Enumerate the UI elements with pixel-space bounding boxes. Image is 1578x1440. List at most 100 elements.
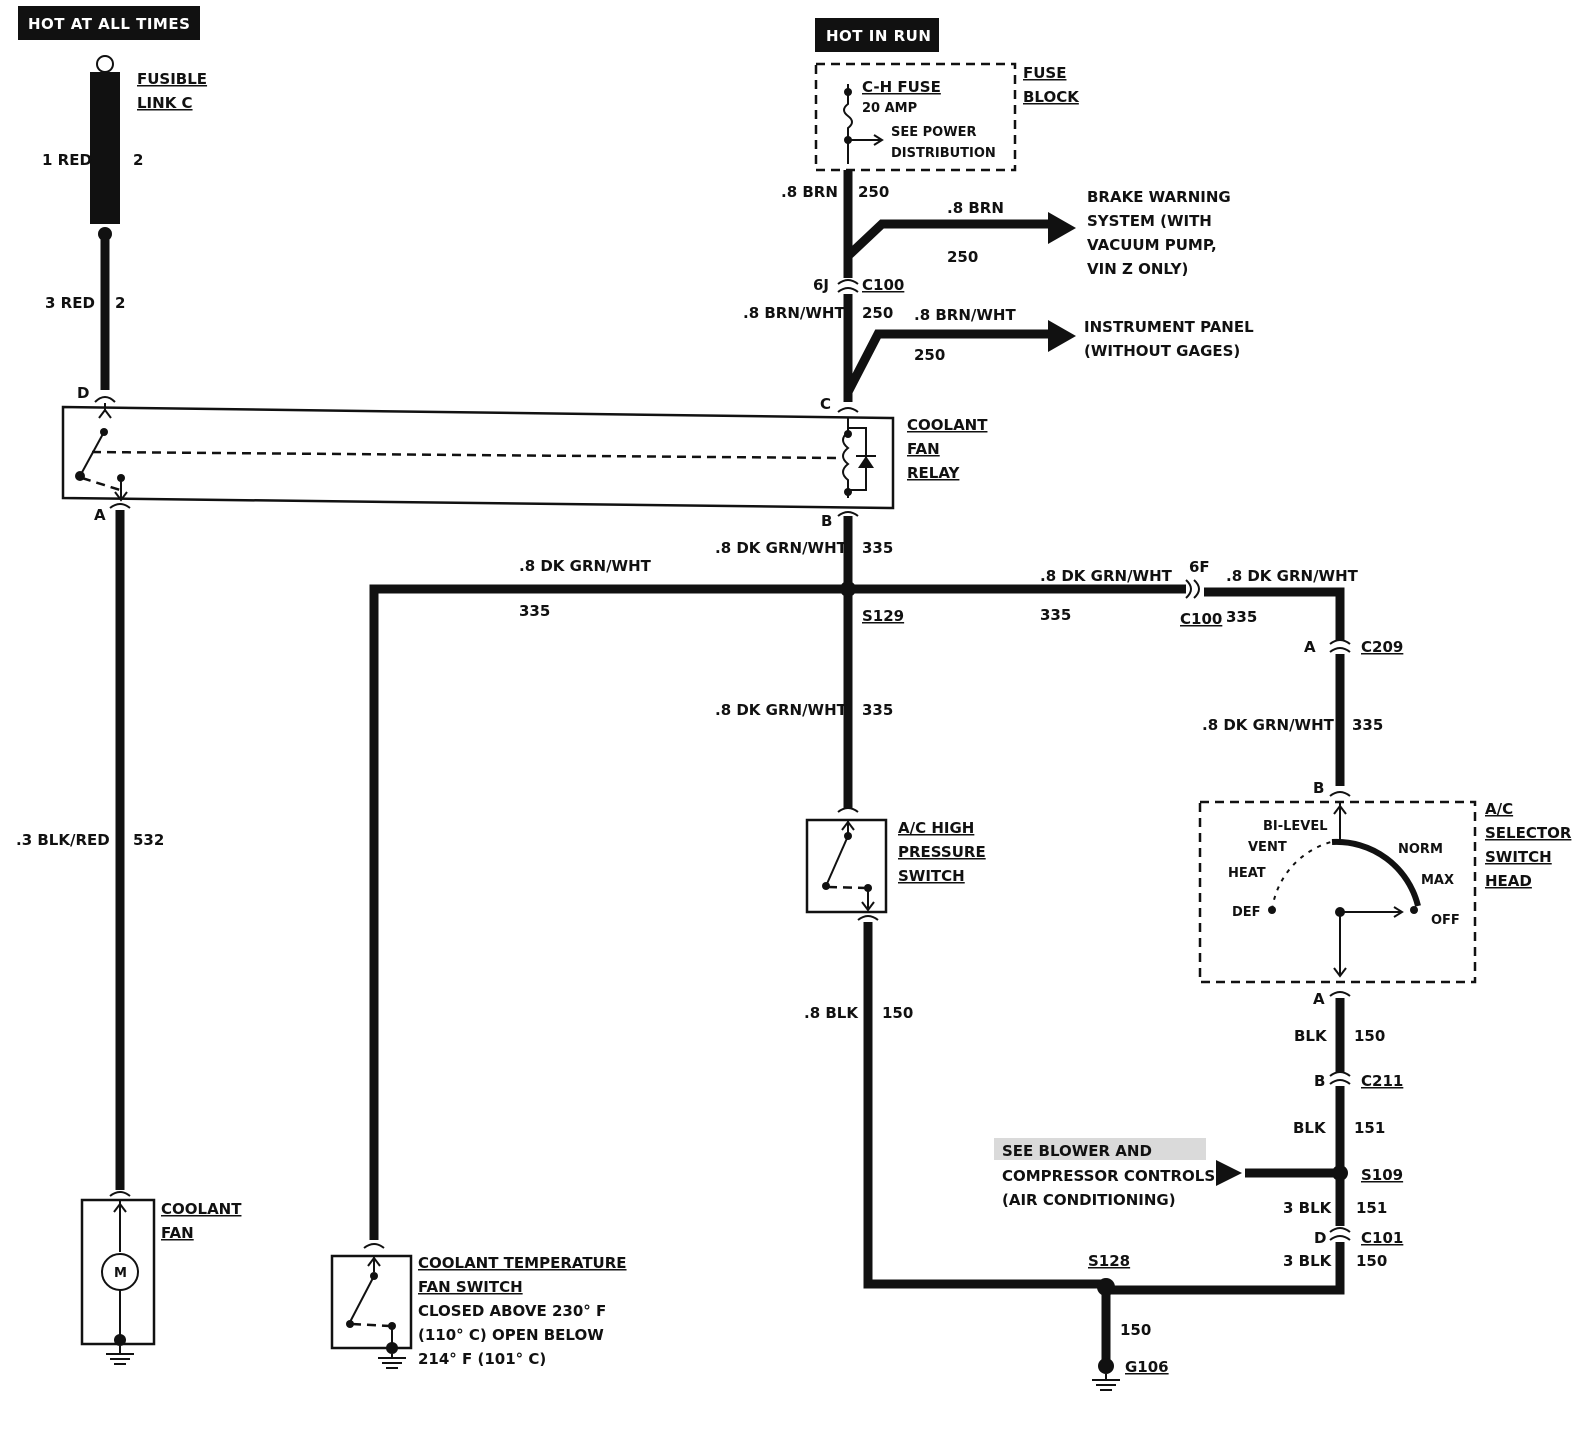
relay-label-1: COOLANT <box>907 416 988 434</box>
g106-label: G106 <box>1125 1358 1169 1376</box>
wire-335d-color: .8 DK GRN/WHT <box>1226 567 1359 585</box>
wire-250d-circuit: 250 <box>914 346 945 364</box>
connector-c-symbol <box>837 407 859 413</box>
wire-1red-color: 1 RED <box>42 151 92 169</box>
instrument-label-2: (WITHOUT GAGES) <box>1084 342 1240 360</box>
s109-label: S109 <box>1361 1166 1403 1184</box>
blower-shading <box>994 1138 1206 1160</box>
relay-label-2: FAN <box>907 440 940 458</box>
connector-d-symbol <box>94 396 116 403</box>
wire-335f-circuit: 335 <box>862 701 893 719</box>
c100b-label: C100 <box>1180 610 1222 628</box>
wire-250b-color: .8 BRN <box>947 199 1004 217</box>
c101-pin-d: D <box>1314 1229 1326 1247</box>
c211-pin-b: B <box>1314 1072 1325 1090</box>
ac-selector-switch <box>1198 800 1477 984</box>
ground-g106 <box>1092 1358 1120 1391</box>
blower-arrow <box>1216 1160 1242 1186</box>
wire-150b-circuit: 150 <box>1354 1027 1385 1045</box>
relay-terminal-d: D <box>77 384 89 402</box>
ac-high-pressure-switch <box>805 818 888 914</box>
fusible-link <box>90 55 120 241</box>
brake-label-1: BRAKE WARNING <box>1087 188 1231 206</box>
wire-335f-color: .8 DK GRN/WHT <box>715 701 848 719</box>
sel-pos-bilevel: BI-LEVEL <box>1263 819 1328 834</box>
wire-335-left <box>369 584 848 1240</box>
brake-label-2: SYSTEM (WITH <box>1087 212 1212 230</box>
s129-label: S129 <box>862 607 904 625</box>
connector-a-symbol <box>109 503 131 509</box>
connector-c211-symbol <box>1329 1071 1351 1085</box>
connector-b-symbol <box>837 511 859 517</box>
wire-250c-color: .8 BRN/WHT <box>743 304 845 322</box>
wire-150-right <box>1106 1242 1345 1295</box>
fusible-link-label-2: LINK C <box>137 94 193 112</box>
wire-335a-color: .8 DK GRN/WHT <box>715 539 848 557</box>
c100-pin-6j: 6J <box>813 276 829 294</box>
fuse-block-title-1: FUSE <box>1023 64 1066 82</box>
selector-title-4: HEAD <box>1485 872 1532 890</box>
hot-in-run-banner: HOT IN RUN <box>815 18 939 52</box>
wire-150a-color: .8 BLK <box>804 1004 859 1022</box>
wire-1red-circuit: 2 <box>133 151 143 169</box>
wire-250b-circuit: 250 <box>947 248 978 266</box>
fuse-block-title-2: BLOCK <box>1023 88 1080 106</box>
selector-pin-a: A <box>1313 990 1325 1008</box>
sel-pos-norm: NORM <box>1398 842 1443 857</box>
coolant-fan-relay <box>61 403 895 510</box>
wire-250d-color: .8 BRN/WHT <box>914 306 1016 324</box>
wire-151b-color: 3 BLK <box>1283 1199 1333 1217</box>
wire-335c-color: .8 DK GRN/WHT <box>1040 567 1173 585</box>
brake-label-3: VACUUM PUMP, <box>1087 236 1217 254</box>
connector-c100b-symbol <box>1185 579 1200 599</box>
hp-switch-label-1: A/C HIGH <box>898 819 974 837</box>
relay-terminal-a: A <box>94 506 106 524</box>
connector-sel-a-symbol <box>1329 991 1351 997</box>
hp-switch-label-3: SWITCH <box>898 867 965 885</box>
brake-arrow <box>1048 212 1076 244</box>
wire-150a-circuit: 150 <box>882 1004 913 1022</box>
c101-label: C101 <box>1361 1229 1403 1247</box>
sel-pos-max: MAX <box>1421 873 1454 888</box>
connector-hp-top-symbol <box>837 807 859 813</box>
wire-151a-circuit: 151 <box>1354 1119 1385 1137</box>
selector-title-2: SELECTOR <box>1485 824 1572 842</box>
temp-switch-label-3: CLOSED ABOVE 230° F <box>418 1302 606 1320</box>
sel-pos-off: OFF <box>1431 913 1460 928</box>
hot-at-all-times-banner: HOT AT ALL TIMES <box>18 6 200 40</box>
wire-151b-circuit: 151 <box>1356 1199 1387 1217</box>
wire-150b-color: BLK <box>1294 1027 1328 1045</box>
hot-in-run-text: HOT IN RUN <box>826 27 931 45</box>
temp-switch-label-2: FAN SWITCH <box>418 1278 523 1296</box>
wire-250c-circuit: 250 <box>862 304 893 322</box>
wire-151a-color: BLK <box>1293 1119 1327 1137</box>
wire-335b-color: .8 DK GRN/WHT <box>519 557 652 575</box>
fuse-block <box>814 62 1017 172</box>
connector-c100-symbol <box>837 279 859 293</box>
fusible-link-label-1: FUSIBLE <box>137 70 207 88</box>
sel-pos-heat: HEAT <box>1228 866 1266 881</box>
relay-terminal-c: C <box>820 395 831 413</box>
coolant-temp-switch <box>330 1254 413 1369</box>
wire-335e-color: .8 DK GRN/WHT <box>1202 716 1335 734</box>
wire-3red-color: 3 RED <box>45 294 95 312</box>
motor-symbol: M <box>114 1266 127 1281</box>
sel-pos-vent: VENT <box>1248 840 1287 855</box>
wire-250a-circuit: 250 <box>858 183 889 201</box>
fuse-note-2: DISTRIBUTION <box>891 146 996 161</box>
s128-label: S128 <box>1088 1252 1130 1270</box>
connector-hp-bottom-symbol <box>857 915 879 921</box>
fuse-name: C-H FUSE <box>862 78 941 96</box>
see-blower-3: (AIR CONDITIONING) <box>1002 1191 1176 1209</box>
c100-pin-6f: 6F <box>1189 558 1210 576</box>
coolant-fan-label-2: FAN <box>161 1224 194 1242</box>
wire-532-circuit: 532 <box>133 831 164 849</box>
see-blower-1: SEE BLOWER AND <box>1002 1142 1152 1160</box>
see-blower-2: COMPRESSOR CONTROLS <box>1002 1167 1215 1185</box>
instrument-arrow <box>1048 320 1076 352</box>
wire-250-instrument <box>844 329 1050 395</box>
temp-switch-label-4: (110° C) OPEN BELOW <box>418 1326 604 1344</box>
selector-title-3: SWITCH <box>1485 848 1552 866</box>
selector-pin-b: B <box>1313 779 1324 797</box>
